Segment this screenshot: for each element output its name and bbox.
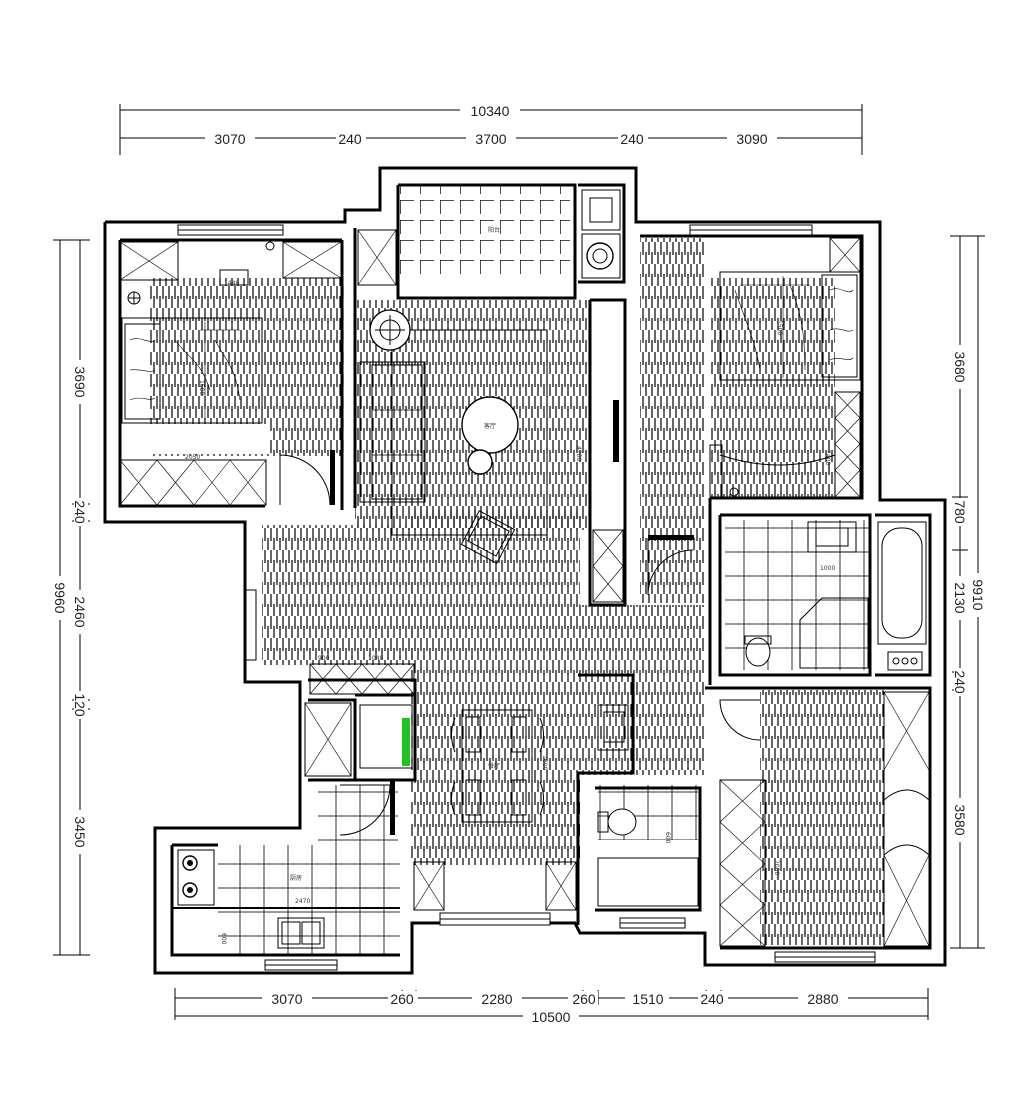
- cab-d-label: 2000: [773, 860, 780, 875]
- shower-label: 1000: [820, 565, 835, 572]
- left-dim-4: 120: [72, 693, 88, 717]
- right-dim-1: 3680: [952, 351, 968, 382]
- bottom-dim-3: 2280: [481, 991, 512, 1007]
- right-dim-2: 780: [952, 500, 968, 524]
- wardrobe-left-bedroom: [119, 229, 397, 506]
- living-room: 客厅 4200: [359, 309, 582, 564]
- table-label: 1600: [541, 755, 548, 770]
- top-dim-4: 240: [620, 131, 644, 147]
- master-bathroom: 1000: [744, 521, 927, 671]
- bottom-dim-5: 1510: [632, 991, 663, 1007]
- doors: [279, 450, 761, 836]
- right-dim-4: 240: [952, 670, 968, 694]
- right-dim-3: 2130: [952, 582, 968, 613]
- floor-finishes: [120, 185, 885, 955]
- kitchen: 厨房 2470 600: [172, 849, 400, 949]
- bottom-total-dim: 10500: [532, 1009, 571, 1025]
- cab-e-label: 600: [664, 832, 671, 844]
- exterior-walls: [103, 166, 947, 975]
- bottom-dim-1: 3070: [271, 991, 302, 1007]
- top-dim-1: 3070: [214, 131, 245, 147]
- cabinet-labels: 900 1040 2000: [318, 655, 780, 875]
- bottom-dim-6: 240: [700, 991, 724, 1007]
- bed-right-label: 1500: [776, 320, 783, 335]
- left-dim-1: 3690: [72, 366, 88, 397]
- cab-a-label: 600: [220, 933, 227, 945]
- left-total-dim: 9960: [52, 582, 68, 613]
- top-dim-3: 3700: [475, 131, 506, 147]
- balcony-label: 阳台: [488, 226, 500, 234]
- right-dim-5: 3580: [952, 804, 968, 835]
- top-dim-2: 240: [338, 131, 362, 147]
- bed-left: 1500 1440 2050: [121, 241, 275, 461]
- wardrobe-bottom-right-bedroom: [719, 691, 930, 947]
- cab-b-label: 1040: [368, 655, 383, 662]
- windows: [177, 224, 876, 971]
- wardrobe-left-label: 2050: [185, 454, 200, 461]
- bottom-dim-7: 2880: [807, 991, 838, 1007]
- top-total-dim: 10340: [471, 103, 510, 119]
- dining-label: 餐厅: [488, 762, 500, 770]
- entry-cabinets: [304, 663, 577, 911]
- left-dim-2: 240: [72, 500, 88, 524]
- living-room-label: 客厅: [484, 422, 496, 430]
- guest-bathroom: 600: [597, 704, 699, 907]
- dining-area: 餐厅 1600: [451, 709, 548, 823]
- top-dimension-lines: 10340 3070 240 3700 240 3090: [119, 103, 863, 155]
- tv-cabinet: [592, 400, 624, 603]
- bed-right: 1500 1400: [709, 271, 861, 498]
- counter-label: 2470: [295, 898, 310, 905]
- bottom-dim-4: 260: [572, 991, 596, 1007]
- bottom-dim-2: 260: [390, 991, 414, 1007]
- tv: [613, 400, 619, 462]
- desk-label: 1440: [224, 280, 239, 287]
- right-total-dim: 9910: [970, 579, 986, 610]
- left-dimension-lines: 3690 240 2460 120 3450 9960: [52, 239, 90, 956]
- balcony: 阳台: [488, 189, 621, 279]
- top-dim-5: 3090: [736, 131, 767, 147]
- bed-left-label: 1500: [198, 380, 205, 395]
- tv-wall-label: 4200: [575, 446, 582, 461]
- cab-f-label: 1400: [824, 450, 831, 465]
- left-dim-3: 2460: [72, 596, 88, 627]
- right-dimension-lines: 3680 780 2130 240 3580 9910: [950, 235, 986, 949]
- cab-c-label: 900: [318, 655, 330, 662]
- bottom-dimension-lines: 3070 260 2280 260 1510 240 2880 10500: [174, 988, 929, 1025]
- accent-panel: [402, 718, 410, 766]
- kitchen-label: 厨房: [290, 874, 302, 882]
- left-dim-5: 3450: [72, 816, 88, 847]
